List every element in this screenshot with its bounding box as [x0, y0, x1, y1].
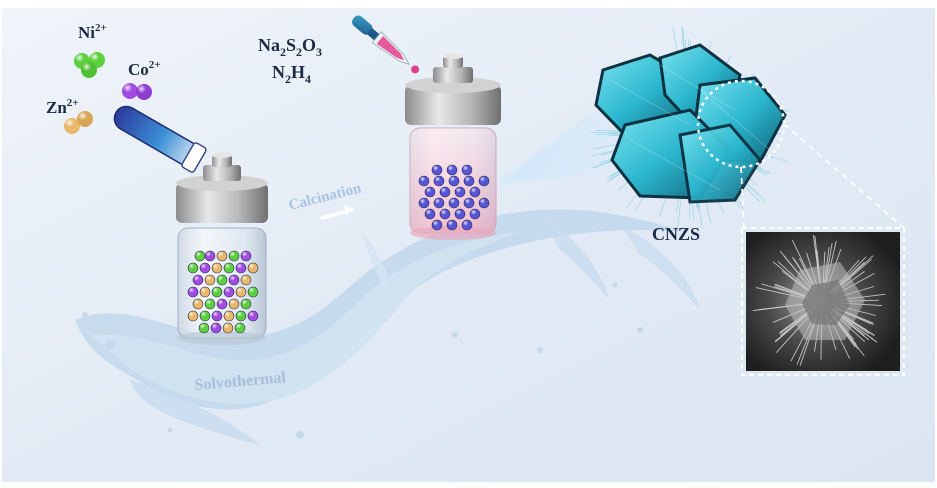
metal-ion-particle-shine	[217, 299, 227, 309]
metal-ion-particle-shine	[235, 323, 245, 333]
zn-spheres-icon	[64, 111, 93, 134]
ion-co: Co2+	[122, 59, 161, 100]
metal-ion-particle-shine	[188, 263, 198, 273]
metal-ion-particle-shine	[224, 263, 234, 273]
metal-ion-particle-shine	[205, 275, 215, 285]
sulfide-particle-shine	[419, 176, 429, 186]
autoclave-calcination	[405, 53, 501, 240]
ion-ni: Ni2+	[74, 22, 107, 78]
metal-ion-particle-shine	[229, 251, 239, 261]
sulfide-particle-shine	[455, 187, 465, 197]
sulfide-particle-shine	[447, 165, 457, 175]
sulfide-particle-shine	[479, 198, 489, 208]
metal-ion-particle-shine	[224, 287, 234, 297]
metal-ion-particle-shine	[236, 263, 246, 273]
ion-ni-symbol: Ni	[78, 23, 95, 42]
reagent-hydrazine: N2H4	[272, 62, 311, 86]
metal-ion-particle-shine	[236, 311, 246, 321]
zoom-connector	[740, 123, 905, 229]
sulfide-particle-shine	[464, 198, 474, 208]
sulfide-particle-shine	[419, 198, 429, 208]
metal-ion-particle-shine	[212, 287, 222, 297]
metal-ion-particle-shine	[229, 299, 239, 309]
metal-ion-particle-shine	[199, 323, 209, 333]
ion-zn: Zn2+	[46, 97, 93, 134]
metal-ion-particle-shine	[211, 323, 221, 333]
autoclave-solvothermal	[176, 152, 268, 345]
sem-micrograph-icon	[741, 227, 905, 376]
svg-text:Zn2+: Zn2+	[46, 97, 79, 117]
metal-ion-particle-shine	[195, 251, 205, 261]
reagent-list: Na2S2O3 N2H4	[258, 35, 322, 86]
water-splash	[75, 209, 700, 445]
sulfide-particle-shine	[447, 220, 457, 230]
ion-zn-symbol: Zn	[46, 98, 67, 117]
sulfide-particle-shine	[432, 165, 442, 175]
sulfide-particles	[418, 164, 490, 231]
arrow-right-icon	[320, 204, 354, 220]
sulfide-particle-shine	[479, 176, 489, 186]
svg-text:Ni2+: Ni2+	[78, 22, 107, 42]
metal-ion-particle-shine	[188, 311, 198, 321]
sulfide-particle-shine	[432, 220, 442, 230]
metal-ion-particle-shine	[188, 287, 198, 297]
sulfide-particle-shine	[449, 176, 459, 186]
metal-ion-particle-shine	[212, 263, 222, 273]
sulfide-particle-shine	[462, 165, 472, 175]
metal-ion-particle-shine	[223, 323, 233, 333]
metal-ion-particle-shine	[200, 311, 210, 321]
svg-text:Co2+: Co2+	[128, 59, 161, 79]
metal-ion-particle-shine	[248, 311, 258, 321]
metal-ion-particle-shine	[200, 287, 210, 297]
metal-ion-particle-shine	[193, 275, 203, 285]
metal-ion-particle-shine	[217, 275, 227, 285]
sulfide-particle-shine	[434, 176, 444, 186]
sulfide-particle-shine	[449, 198, 459, 208]
sulfide-particle-shine	[440, 187, 450, 197]
metal-ion-particle-shine	[236, 287, 246, 297]
sulfide-particle-shine	[425, 187, 435, 197]
test-tube-icon	[113, 105, 207, 173]
metal-ion-particle-shine	[224, 311, 234, 321]
sulfide-particle-shine	[462, 220, 472, 230]
metal-ion-particle-shine	[229, 275, 239, 285]
light-beam	[495, 95, 640, 185]
metal-ion-particle-shine	[217, 251, 227, 261]
sulfide-particle-shine	[455, 209, 465, 219]
ion-ni-charge: 2+	[95, 22, 107, 34]
metal-ion-particle-shine	[200, 263, 210, 273]
metal-ion-particle-shine	[248, 263, 258, 273]
metal-ion-particle-shine	[193, 299, 203, 309]
sulfide-particle-shine	[425, 209, 435, 219]
ion-co-charge: 2+	[149, 59, 161, 71]
sulfide-particle-shine	[440, 209, 450, 219]
sulfide-particle-shine	[434, 198, 444, 208]
sulfide-particle-shine	[464, 176, 474, 186]
metal-ion-particle-shine	[205, 299, 215, 309]
mixed-metal-particles	[187, 250, 259, 334]
co-spheres-icon	[122, 83, 152, 100]
ni-spheres-icon	[74, 52, 105, 78]
metal-ion-particle-shine	[241, 251, 251, 261]
sulfide-particle-shine	[470, 209, 480, 219]
sulfide-particle-shine	[470, 187, 480, 197]
ion-co-symbol: Co	[128, 60, 149, 79]
cnzs-flower-structure	[590, 26, 790, 230]
metal-ion-particle-shine	[205, 251, 215, 261]
metal-ion-particle-shine	[241, 275, 251, 285]
metal-ion-particle-shine	[248, 287, 258, 297]
ion-list: Ni2+ Co2+ Zn2+	[46, 22, 161, 134]
reagent-thiosulfate: Na2S2O3	[258, 35, 322, 59]
dropper-icon	[352, 15, 420, 74]
ion-zn-charge: 2+	[67, 97, 79, 109]
metal-ion-particle-shine	[212, 311, 222, 321]
product-label: CNZS	[652, 224, 700, 244]
metal-ion-particle-shine	[241, 299, 251, 309]
